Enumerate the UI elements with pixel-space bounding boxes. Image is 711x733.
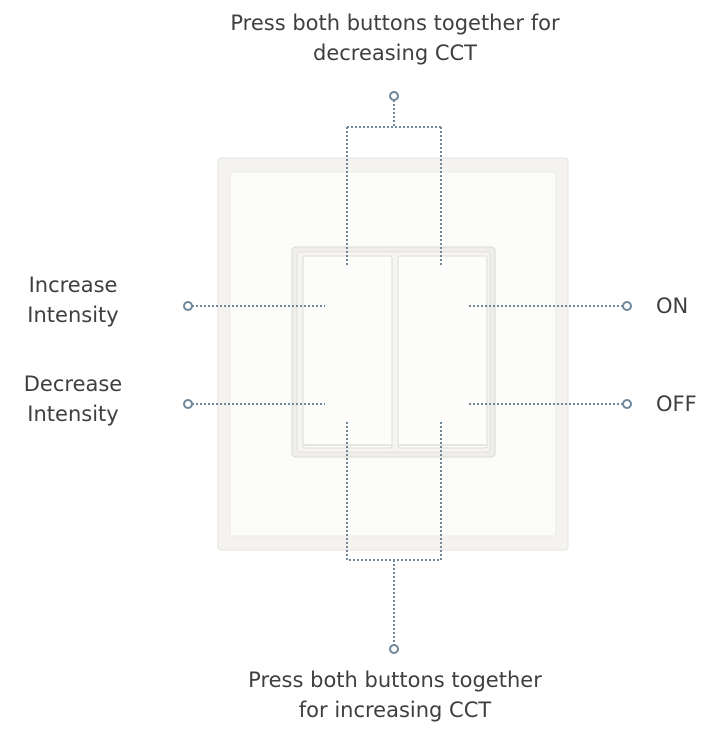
- decrease-label-line-1: Decrease: [23, 372, 123, 396]
- bottom-callout-label: Press both buttons together for increasi…: [150, 665, 640, 725]
- callout-lines: [192, 100, 622, 645]
- increase-label-line-1: Increase: [28, 273, 118, 297]
- top-label-line-1: Press both buttons together for: [230, 11, 560, 35]
- top-marker: [389, 91, 399, 101]
- decrease-label-line-2: Intensity: [27, 402, 119, 426]
- off-label: OFF: [656, 392, 697, 416]
- top-label-line-2: decreasing CCT: [312, 41, 477, 65]
- top-callout-label: Press both buttons together for decreasi…: [150, 8, 640, 68]
- callout-markers: [183, 91, 632, 654]
- off-marker: [622, 399, 632, 409]
- increase-intensity-label: Increase Intensity: [2, 270, 144, 330]
- on-label: ON: [656, 294, 689, 318]
- bottom-callout-line: [346, 422, 442, 645]
- increase-label-line-2: Intensity: [27, 303, 119, 327]
- bottom-marker: [389, 644, 399, 654]
- left-rocker-button[interactable]: [302, 255, 393, 449]
- top-callout-line: [346, 100, 442, 266]
- bottom-label-line-2: for increasing CCT: [298, 698, 492, 722]
- right-rocker-button[interactable]: [397, 255, 488, 449]
- bottom-label-line-1: Press both buttons together: [248, 668, 542, 692]
- on-marker: [622, 301, 632, 311]
- increase-marker: [183, 301, 193, 311]
- decrease-marker: [183, 399, 193, 409]
- decrease-intensity-label: Decrease Intensity: [2, 369, 144, 429]
